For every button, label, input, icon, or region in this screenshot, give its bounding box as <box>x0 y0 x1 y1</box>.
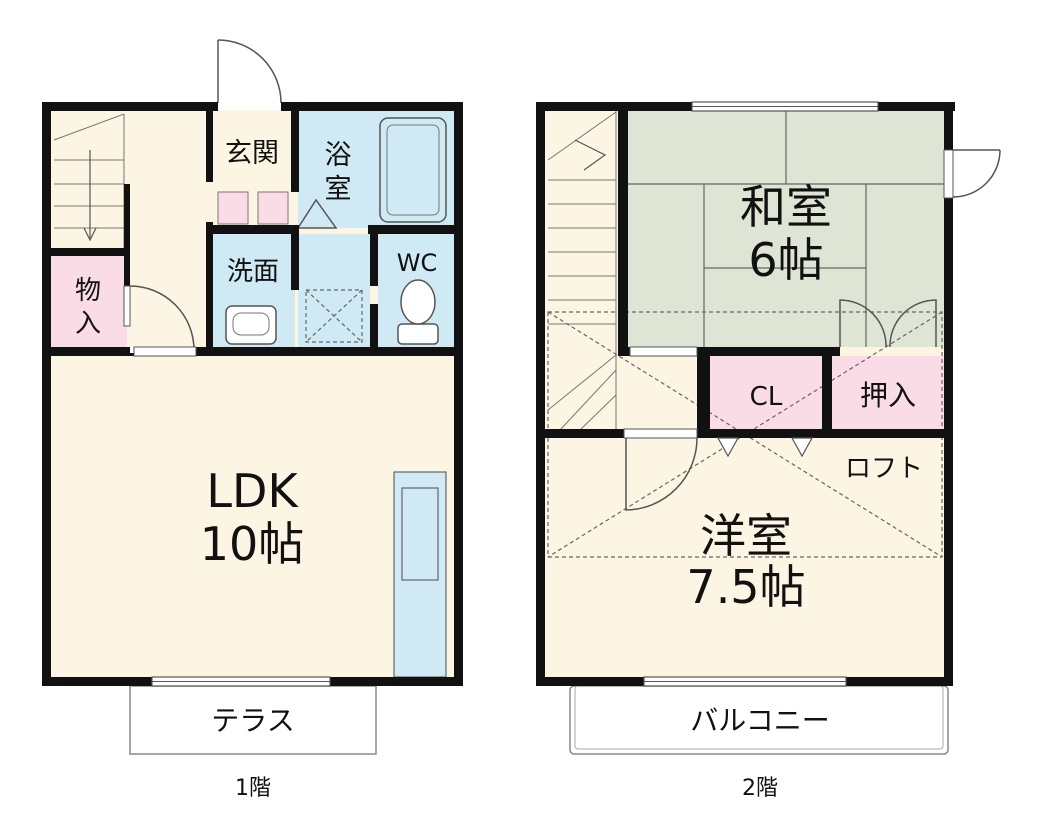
wall-stair-bottom <box>42 248 128 256</box>
wall-closet-left <box>697 347 710 438</box>
bathtub-inner <box>386 124 440 216</box>
wall-washitsu-bottom <box>697 347 840 356</box>
ldk-size-label: 10帖 <box>200 517 305 571</box>
wall-1f-top-right <box>281 102 463 111</box>
wall-wc-left-low <box>370 304 378 350</box>
floor-1-caption: 1階 <box>235 776 271 801</box>
wall-washitsu-left <box>618 102 628 352</box>
tatami-lines <box>628 110 944 347</box>
yoshitsu-name-label: 洋室 <box>700 509 792 563</box>
washroom-label: 洗面 <box>227 257 279 287</box>
washing-machine-space <box>305 289 363 343</box>
entrance-label: 玄関 <box>225 138 279 169</box>
yoshitsu-door <box>625 437 698 511</box>
entrance-door <box>217 39 282 104</box>
toilet-tank <box>397 323 439 345</box>
wall-2f-mid <box>536 429 624 438</box>
wall-stair-right <box>124 184 130 256</box>
kitchen-counter <box>393 471 447 678</box>
kitchen-sink <box>401 487 439 581</box>
yoshitsu-door-opening <box>623 428 698 439</box>
wall-wc-left <box>370 234 378 286</box>
bathtub <box>379 117 447 223</box>
wall-entrance-bath <box>291 110 299 192</box>
wall-bath-bottom <box>368 225 458 234</box>
terrace <box>129 685 377 755</box>
floor-2-caption: 2階 <box>742 776 778 801</box>
wall-washitsu-bottom-left <box>618 347 630 356</box>
window-storage <box>123 285 131 327</box>
terrace-label: テラス <box>211 704 294 737</box>
wall-1f-bottom-right <box>330 677 463 686</box>
wall-entrance-bottom <box>206 225 299 234</box>
ldk-name-label: LDK <box>206 464 299 518</box>
washing-machine-cross-2 <box>305 289 363 343</box>
closet-door-mark-2 <box>790 437 814 458</box>
storage-door <box>129 285 195 351</box>
loft-label: ロフト <box>845 454 923 484</box>
wall-2f-right-bottom <box>944 198 953 686</box>
wall-2f-left <box>536 102 545 686</box>
wall-1f-mid <box>42 347 463 356</box>
wc-label: WC <box>397 249 438 277</box>
wall-2f-bottom-left <box>536 677 644 686</box>
wall-1f-bottom-left <box>42 677 152 686</box>
staircase-2f <box>547 110 617 431</box>
balcony-label: バルコニー <box>690 704 829 737</box>
floor-1 <box>42 39 463 755</box>
bathroom-label-1: 浴 <box>325 140 352 171</box>
washitsu-size-label: 6帖 <box>748 233 823 287</box>
closet-label: CL <box>750 382 783 412</box>
washitsu-side-door <box>943 149 1001 199</box>
floor-2 <box>536 101 1001 755</box>
washbasin-bowl <box>232 312 270 336</box>
closet-door-mark-1 <box>716 437 740 458</box>
wall-wet-block-left <box>206 222 213 352</box>
entrance-shoe-box-1 <box>217 191 249 225</box>
wall-1f-top-left <box>42 102 218 111</box>
storage-label-1: 物 <box>75 276 101 306</box>
washitsu-name-label: 和室 <box>740 180 832 234</box>
storage-label-2: 入 <box>75 309 101 339</box>
yoshitsu-size-label: 7.5帖 <box>686 560 805 614</box>
bathroom-door-mark <box>296 198 338 229</box>
oshiire-label: 押入 <box>860 379 916 412</box>
wall-2f-bottom-right <box>846 677 953 686</box>
wall-1f-left <box>42 102 51 686</box>
wall-entrance-left <box>206 110 213 182</box>
wall-1f-right <box>454 102 463 686</box>
storage-floor <box>50 255 127 349</box>
wall-storage-right <box>124 256 130 286</box>
washitsu-door-opening <box>629 346 698 357</box>
washroom-inner-floor <box>298 234 370 349</box>
toilet-bowl <box>400 279 436 325</box>
wall-2f-right-top <box>944 102 953 150</box>
bathroom-label-2: 室 <box>325 174 352 205</box>
wall-wash-divider <box>291 234 299 290</box>
closet-floor <box>710 356 822 430</box>
wall-closet-divider <box>822 347 832 438</box>
entrance-shoe-box-2 <box>257 191 289 225</box>
